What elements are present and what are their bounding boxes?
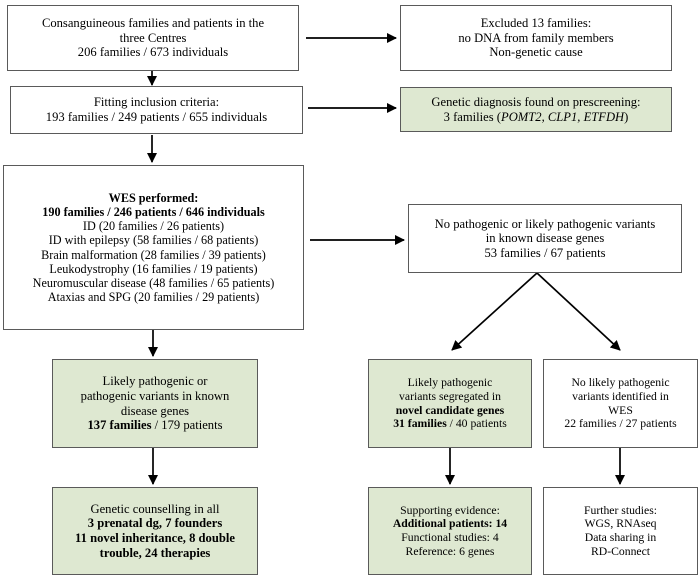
counselling-line-1: Genetic counselling in all bbox=[90, 501, 220, 516]
solved-line-2: pathogenic variants in known bbox=[80, 388, 230, 403]
excluded-line-1: Excluded 13 families: bbox=[480, 16, 592, 31]
solved-known-genes-box: Likely pathogenic or pathogenic variants… bbox=[52, 359, 258, 448]
solved-line-1: Likely pathogenic or bbox=[102, 374, 208, 389]
supporting-line-2: Additional patients: 14 bbox=[373, 517, 527, 531]
novel-families-count: 31 families bbox=[393, 417, 447, 431]
wes-category-neuromuscular: Neuromuscular disease (48 families / 65 … bbox=[32, 275, 275, 290]
inclusion-line-2: 193 families / 249 patients / 655 indivi… bbox=[45, 110, 268, 124]
further-line-1: Further studies: bbox=[583, 503, 658, 517]
further-line-4: RD-Connect bbox=[590, 544, 651, 558]
counselling-prenatal-founders: 3 prenatal dg, 7 founders bbox=[87, 516, 223, 531]
supporting-additional-patients: Additional patients: 14 bbox=[392, 517, 508, 531]
solved-line-4: 137 families / 179 patients bbox=[57, 418, 253, 433]
wes-category-id-epilepsy: ID with epilepsy (58 families / 68 patie… bbox=[48, 233, 259, 248]
counselling-line-3: 11 novel inheritance, 8 double bbox=[57, 531, 253, 546]
unsolved-wes-box: No likely pathogenic variants identified… bbox=[543, 359, 698, 448]
cohort-line-2: three Centres bbox=[119, 30, 187, 45]
supporting-line-1: Supporting evidence: bbox=[400, 503, 500, 517]
solved-families-count: 137 families bbox=[87, 418, 152, 433]
unsolved-line-2: variants identified in bbox=[572, 389, 669, 403]
prescreening-diagnosis-box: Genetic diagnosis found on prescreening:… bbox=[400, 87, 672, 132]
solved-patients-count: / 179 patients bbox=[151, 418, 223, 433]
wes-category-id: ID (20 families / 26 patients) bbox=[82, 219, 225, 234]
supporting-line-4: Reference: 6 genes bbox=[405, 544, 495, 558]
counselling-line-2: 3 prenatal dg, 7 founders bbox=[57, 516, 253, 531]
novel-line-4: 31 families / 40 patients bbox=[373, 417, 527, 431]
arrow-no-pathogenic-to-novel bbox=[451, 272, 538, 351]
prescreening-line-2: 3 families (POMT2, CLP1, ETFDH) bbox=[405, 110, 667, 125]
supporting-evidence-box: Supporting evidence: Additional patients… bbox=[368, 487, 532, 575]
wes-category-leukodystrophy: Leukodystrophy (16 families / 19 patient… bbox=[49, 261, 258, 276]
solved-line-3: disease genes bbox=[120, 403, 190, 418]
further-studies-box: Further studies: WGS, RNAseq Data sharin… bbox=[543, 487, 698, 575]
wes-heading-text: WES performed: bbox=[108, 190, 199, 205]
further-line-2: WGS, RNAseq bbox=[584, 517, 657, 531]
no-pathogenic-line-3: 53 families / 67 patients bbox=[484, 245, 606, 260]
inclusion-criteria-box: Fitting inclusion criteria: 193 families… bbox=[10, 86, 303, 134]
excluded-box: Excluded 13 families: no DNA from family… bbox=[400, 5, 672, 71]
counselling-inheritance-double: 11 novel inheritance, 8 double bbox=[75, 531, 235, 545]
wes-heading: WES performed: bbox=[8, 191, 299, 205]
no-pathogenic-variants-box: No pathogenic or likely pathogenic varia… bbox=[408, 204, 682, 273]
counselling-line-4: trouble, 24 therapies bbox=[57, 546, 253, 561]
supporting-line-3: Functional studies: 4 bbox=[401, 531, 499, 544]
unsolved-line-4: 22 families / 27 patients bbox=[564, 417, 677, 431]
no-pathogenic-line-1: No pathogenic or likely pathogenic varia… bbox=[434, 216, 656, 231]
wes-totals-text: 190 families / 246 patients / 646 indivi… bbox=[42, 205, 265, 220]
excluded-line-2: no DNA from family members bbox=[458, 30, 614, 45]
prescreening-families: 3 families ( bbox=[443, 109, 501, 124]
novel-line-1: Likely pathogenic bbox=[407, 376, 493, 390]
cohort-box: Consanguineous families and patients in … bbox=[7, 5, 299, 71]
no-pathogenic-line-2: in known disease genes bbox=[485, 231, 605, 246]
prescreening-gene-list: POMT2, CLP1, ETFDH bbox=[501, 109, 625, 124]
novel-patients-count: / 40 patients bbox=[446, 417, 507, 431]
prescreening-paren-close: ) bbox=[624, 109, 629, 124]
wes-totals: 190 families / 246 patients / 646 indivi… bbox=[8, 205, 299, 219]
excluded-line-3: Non-genetic cause bbox=[489, 45, 583, 60]
novel-line-2: variants segregated in bbox=[399, 389, 501, 403]
counselling-trouble-therapies: trouble, 24 therapies bbox=[99, 545, 211, 560]
cohort-line-1: Consanguineous families and patients in … bbox=[41, 16, 265, 31]
novel-candidate-genes-box: Likely pathogenic variants segregated in… bbox=[368, 359, 532, 448]
novel-line-3: novel candidate genes bbox=[373, 404, 527, 418]
novel-genes-label: novel candidate genes bbox=[395, 403, 505, 417]
unsolved-line-3: WES bbox=[608, 403, 633, 417]
wes-category-brain-malformation: Brain malformation (28 families / 39 pat… bbox=[41, 247, 266, 262]
arrow-no-pathogenic-to-unsolved bbox=[536, 272, 621, 351]
genetic-counselling-box: Genetic counselling in all 3 prenatal dg… bbox=[52, 487, 258, 575]
cohort-line-3: 206 families / 673 individuals bbox=[77, 45, 229, 60]
wes-performed-box: WES performed: 190 families / 246 patien… bbox=[3, 165, 304, 330]
prescreening-line-1: Genetic diagnosis found on prescreening: bbox=[431, 94, 641, 109]
inclusion-line-1: Fitting inclusion criteria: bbox=[93, 95, 220, 110]
wes-category-ataxias-spg: Ataxias and SPG (20 families / 29 patien… bbox=[47, 289, 260, 304]
unsolved-line-1: No likely pathogenic bbox=[571, 376, 670, 390]
further-line-3: Data sharing in bbox=[584, 531, 657, 544]
